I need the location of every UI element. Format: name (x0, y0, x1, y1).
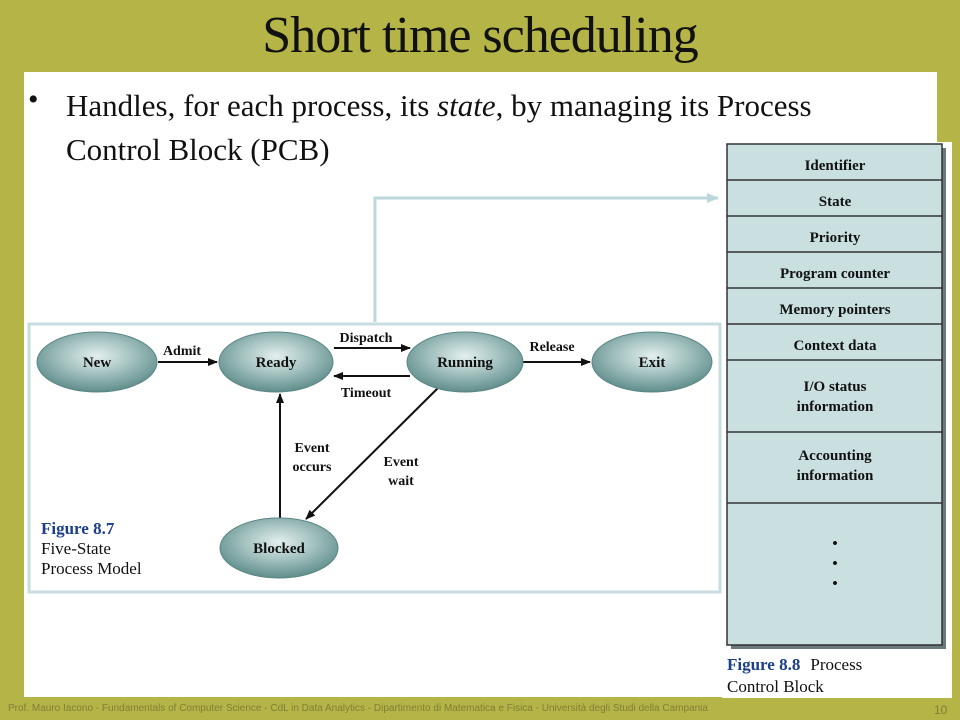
event-occurs-label-line1: Event (295, 441, 330, 456)
bullet-marker: • (28, 83, 39, 116)
state-new: New (36, 331, 158, 393)
pcb-program-counter: Program counter (780, 266, 890, 282)
state-exit: Exit (591, 331, 713, 393)
pcb-context-data: Context data (794, 338, 877, 354)
pcb-io-status-line2: information (797, 399, 874, 415)
state-running-label: Running (437, 355, 493, 371)
pcb-identifier: Identifier (805, 158, 866, 174)
state-exit-label: Exit (639, 355, 666, 371)
figure-87-caption-line1: Five-State (41, 539, 111, 558)
pcb-accounting-line2: information (797, 468, 874, 484)
state-ready: Ready (218, 331, 334, 393)
event-occurs-label-line2: occurs (293, 460, 332, 475)
state-running: Running (406, 331, 524, 393)
dispatch-label: Dispatch (340, 331, 393, 346)
figure-88-caption-text: Process (810, 655, 862, 674)
event-wait-label-line1: Event (384, 455, 419, 470)
pcb-table: Identifier State Priority Program counte… (726, 143, 946, 649)
release-label: Release (529, 340, 574, 355)
pcb-dot-1: • (832, 536, 837, 552)
pcb-dot-2: • (832, 556, 837, 572)
figure-87-number: Figure 8.7 (41, 519, 115, 538)
timeout-label: Timeout (341, 386, 392, 401)
state-ready-label: Ready (256, 355, 297, 371)
figure-88-caption-line1: Figure 8.8 Process (727, 655, 862, 674)
page-number: 10 (934, 703, 948, 717)
pcb-dot-3: • (832, 576, 837, 592)
figure-88-number: Figure 8.8 (727, 655, 800, 674)
state-new-label: New (83, 355, 111, 371)
pcb-priority: Priority (810, 230, 861, 246)
pcb-state: State (819, 194, 852, 210)
figure-88-caption-line2: Control Block (727, 677, 824, 696)
bullet-text: Handles, for each process, its state, by… (66, 84, 896, 172)
bullet-text-start: Handles, for each process, its (66, 88, 438, 123)
event-wait-arrow (305, 385, 441, 520)
figure-87-caption-line2: Process Model (41, 559, 142, 578)
event-wait-label-line2: wait (388, 474, 414, 489)
pcb-io-status-line1: I/O status (804, 379, 867, 395)
pcb-accounting-line1: Accounting (798, 448, 872, 464)
state-blocked-label: Blocked (253, 541, 305, 557)
slide-title: Short time scheduling (262, 7, 698, 64)
admit-label: Admit (163, 344, 201, 359)
callout-connector (373, 193, 719, 322)
state-blocked: Blocked (219, 517, 339, 579)
slide-footer: Prof. Mauro Iacono - Fundamentals of Com… (8, 703, 708, 714)
bullet-text-end: , by managing its Process Control Block … (66, 88, 812, 167)
pcb-memory-pointers: Memory pointers (779, 302, 890, 318)
bullet-text-emphasis: state (437, 88, 496, 123)
